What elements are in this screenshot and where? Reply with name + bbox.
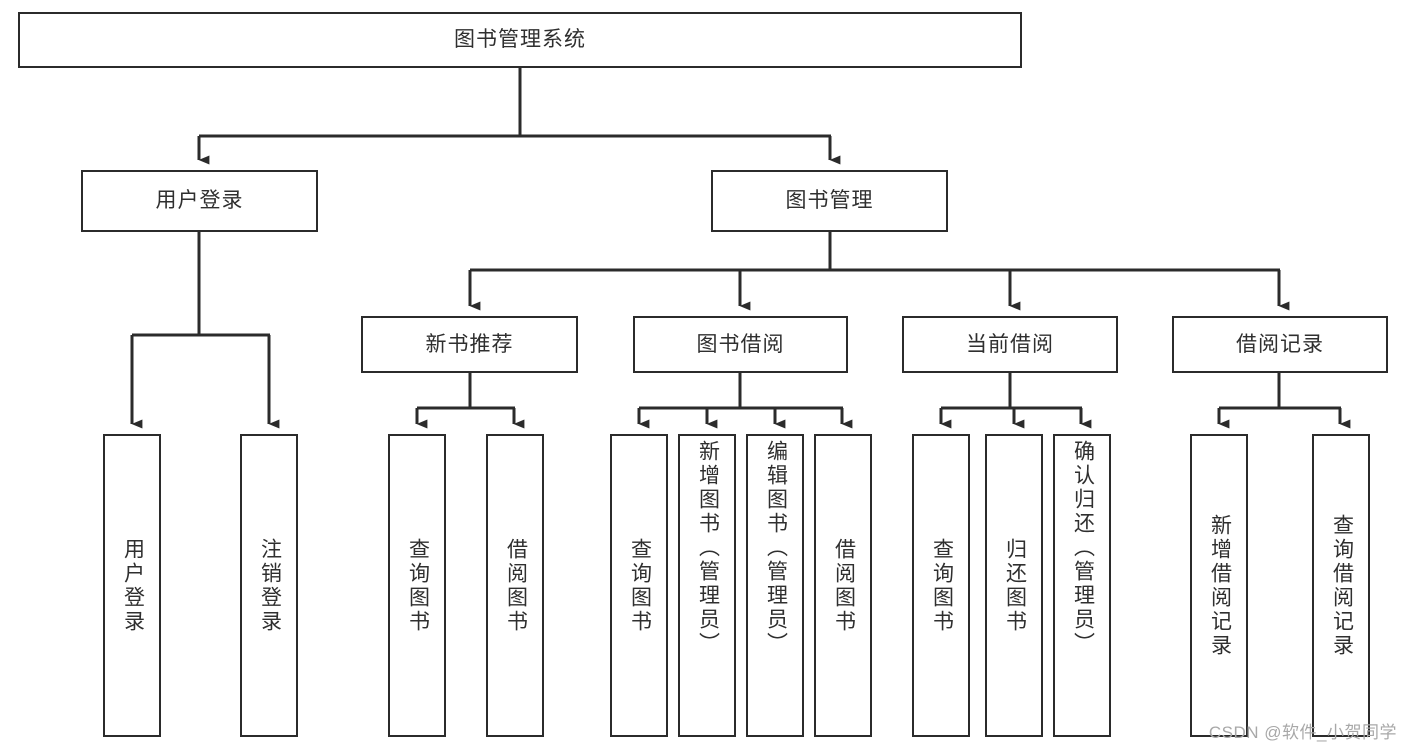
node-new-book-recommend-label: 新书推荐 — [425, 332, 514, 356]
leaf-add-borrow-record-label: 新增借阅记录 — [1208, 513, 1232, 658]
leaf-user-login[interactable]: 用户登录 — [103, 434, 161, 737]
leaf-borrow-book-label: 借阅图书 — [832, 537, 856, 634]
leaf-borrow-book-rec-label: 借阅图书 — [504, 537, 528, 634]
leaf-query-borrow-record[interactable]: 查询借阅记录 — [1312, 434, 1370, 737]
leaf-confirm-return-admin-label: 确认归还（管理员） — [1071, 440, 1095, 656]
leaf-edit-book-admin-label: 编辑图书（管理员） — [764, 440, 788, 656]
leaf-confirm-return-admin[interactable]: 确认归还（管理员） — [1053, 434, 1111, 737]
leaf-add-book-admin[interactable]: 新增图书（管理员） — [678, 434, 736, 737]
node-root-label: 图书管理系统 — [454, 28, 586, 52]
node-new-book-recommend[interactable]: 新书推荐 — [361, 316, 578, 373]
leaf-add-borrow-record[interactable]: 新增借阅记录 — [1190, 434, 1248, 737]
leaf-return-book-label: 归还图书 — [1003, 537, 1027, 634]
leaf-query-book-borrow-label: 查询图书 — [628, 537, 652, 634]
node-book-management-label: 图书管理 — [785, 189, 874, 213]
node-root[interactable]: 图书管理系统 — [18, 12, 1022, 68]
leaf-user-logout[interactable]: 注销登录 — [240, 434, 298, 737]
node-book-management[interactable]: 图书管理 — [711, 170, 948, 232]
leaf-return-book[interactable]: 归还图书 — [985, 434, 1043, 737]
leaf-user-login-label: 用户登录 — [121, 537, 145, 634]
node-borrow-record[interactable]: 借阅记录 — [1172, 316, 1388, 373]
leaf-borrow-book-rec[interactable]: 借阅图书 — [486, 434, 544, 737]
csdn-watermark: CSDN @软件_小贺同学 — [1208, 723, 1397, 742]
leaf-edit-book-admin[interactable]: 编辑图书（管理员） — [746, 434, 804, 737]
leaf-borrow-book[interactable]: 借阅图书 — [814, 434, 872, 737]
node-user-login[interactable]: 用户登录 — [81, 170, 318, 232]
leaf-add-book-admin-label: 新增图书（管理员） — [696, 440, 720, 656]
leaf-query-book-rec-label: 查询图书 — [406, 537, 430, 634]
node-borrow-record-label: 借阅记录 — [1236, 332, 1324, 356]
leaf-query-book-borrow[interactable]: 查询图书 — [610, 434, 668, 737]
leaf-user-logout-label: 注销登录 — [258, 537, 282, 634]
node-current-borrow-label: 当前借阅 — [966, 332, 1054, 356]
leaf-query-book-current[interactable]: 查询图书 — [912, 434, 970, 737]
leaf-query-borrow-record-label: 查询借阅记录 — [1330, 513, 1354, 658]
node-book-borrow[interactable]: 图书借阅 — [633, 316, 848, 373]
node-book-borrow-label: 图书借阅 — [696, 332, 785, 356]
node-user-login-label: 用户登录 — [155, 189, 244, 213]
leaf-query-book-current-label: 查询图书 — [930, 537, 954, 634]
node-current-borrow[interactable]: 当前借阅 — [902, 316, 1118, 373]
leaf-query-book-rec[interactable]: 查询图书 — [388, 434, 446, 737]
